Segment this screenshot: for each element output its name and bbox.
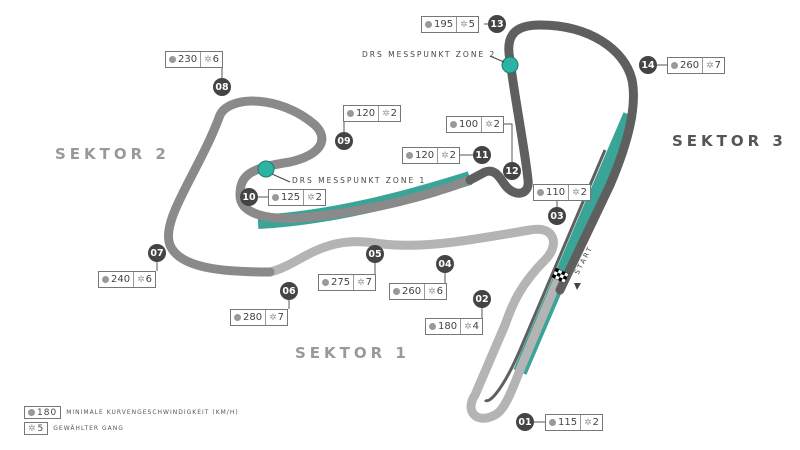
corner-info-14: 260✲7 [667,57,726,74]
gear-icon: ✲ [464,321,472,332]
corner-info-03: 110✲2 [533,184,592,201]
speed-icon [537,189,544,196]
gear-icon: ✲ [307,192,315,203]
corner-info-02: 180✲4 [425,318,484,335]
corner-info-12: 100✲2 [446,116,505,133]
gear-icon: ✲ [357,277,365,288]
sector-2-label: SEKTOR 2 [55,145,170,163]
corner-info-05: 275✲7 [318,274,377,291]
gear-icon: ✲ [572,187,580,198]
gear-icon: ✲ [137,274,145,285]
corner-info-06: 280✲7 [230,309,289,326]
speed-icon [234,314,241,321]
gear-icon: ✲ [460,19,468,30]
corner-info-04: 260✲6 [389,283,448,300]
corner-badge-02: 02 [473,290,491,308]
speed-icon [429,323,436,330]
gear-icon: ✲ [28,423,37,434]
corner-badge-03: 03 [548,207,566,225]
speed-icon [347,110,354,117]
corner-badge-07: 07 [148,244,166,262]
corner-info-08: 230✲6 [165,51,224,68]
corner-badge-04: 04 [436,255,454,273]
speed-icon [450,121,457,128]
corner-badge-11: 11 [473,146,491,164]
corner-badge-14: 14 [639,56,657,74]
corner-info-11: 120✲2 [402,147,461,164]
legend-speed: 180 MINIMALE KURVENGESCHWINDIGKEIT (KM/H… [24,406,239,419]
drs-zone-2-label: DRS MESSPUNKT ZONE 2 [362,50,497,59]
speed-icon [322,279,329,286]
speed-icon [28,409,35,416]
speed-icon [393,288,400,295]
corner-badge-06: 06 [280,282,298,300]
corner-badge-01: 01 [516,413,534,431]
corner-badge-09: 09 [335,132,353,150]
corner-badge-12: 12 [503,162,521,180]
gear-icon: ✲ [204,54,212,65]
speed-icon [272,194,279,201]
gear-icon: ✲ [584,417,592,428]
gear-icon: ✲ [441,150,449,161]
corner-info-01: 115✲2 [545,414,604,431]
speed-icon [169,56,176,63]
sector-3-label: SEKTOR 3 [672,132,787,150]
corner-badge-13: 13 [488,15,506,33]
legend-gear: ✲5 GEWÄHLTER GANG [24,422,124,435]
gear-icon: ✲ [382,108,390,119]
gear-icon: ✲ [269,312,277,323]
drs-point-1 [257,160,275,178]
corner-info-13: 195✲5 [421,16,480,33]
speed-icon [102,276,109,283]
corner-badge-10: 10 [240,188,258,206]
corner-info-10: 125✲2 [268,189,327,206]
speed-icon [406,152,413,159]
gear-icon: ✲ [428,286,436,297]
drs-point-2 [501,56,519,74]
speed-icon [549,419,556,426]
corner-info-09: 120✲2 [343,105,402,122]
sector-1-label: SEKTOR 1 [295,344,410,362]
gear-icon: ✲ [706,60,714,71]
speed-icon [425,21,432,28]
drs-zone-1-label: DRS MESSPUNKT ZONE 1 [292,176,427,185]
gear-icon: ✲ [485,119,493,130]
corner-info-07: 240✲6 [98,271,157,288]
speed-icon [671,62,678,69]
corner-badge-08: 08 [213,78,231,96]
corner-badge-05: 05 [366,245,384,263]
